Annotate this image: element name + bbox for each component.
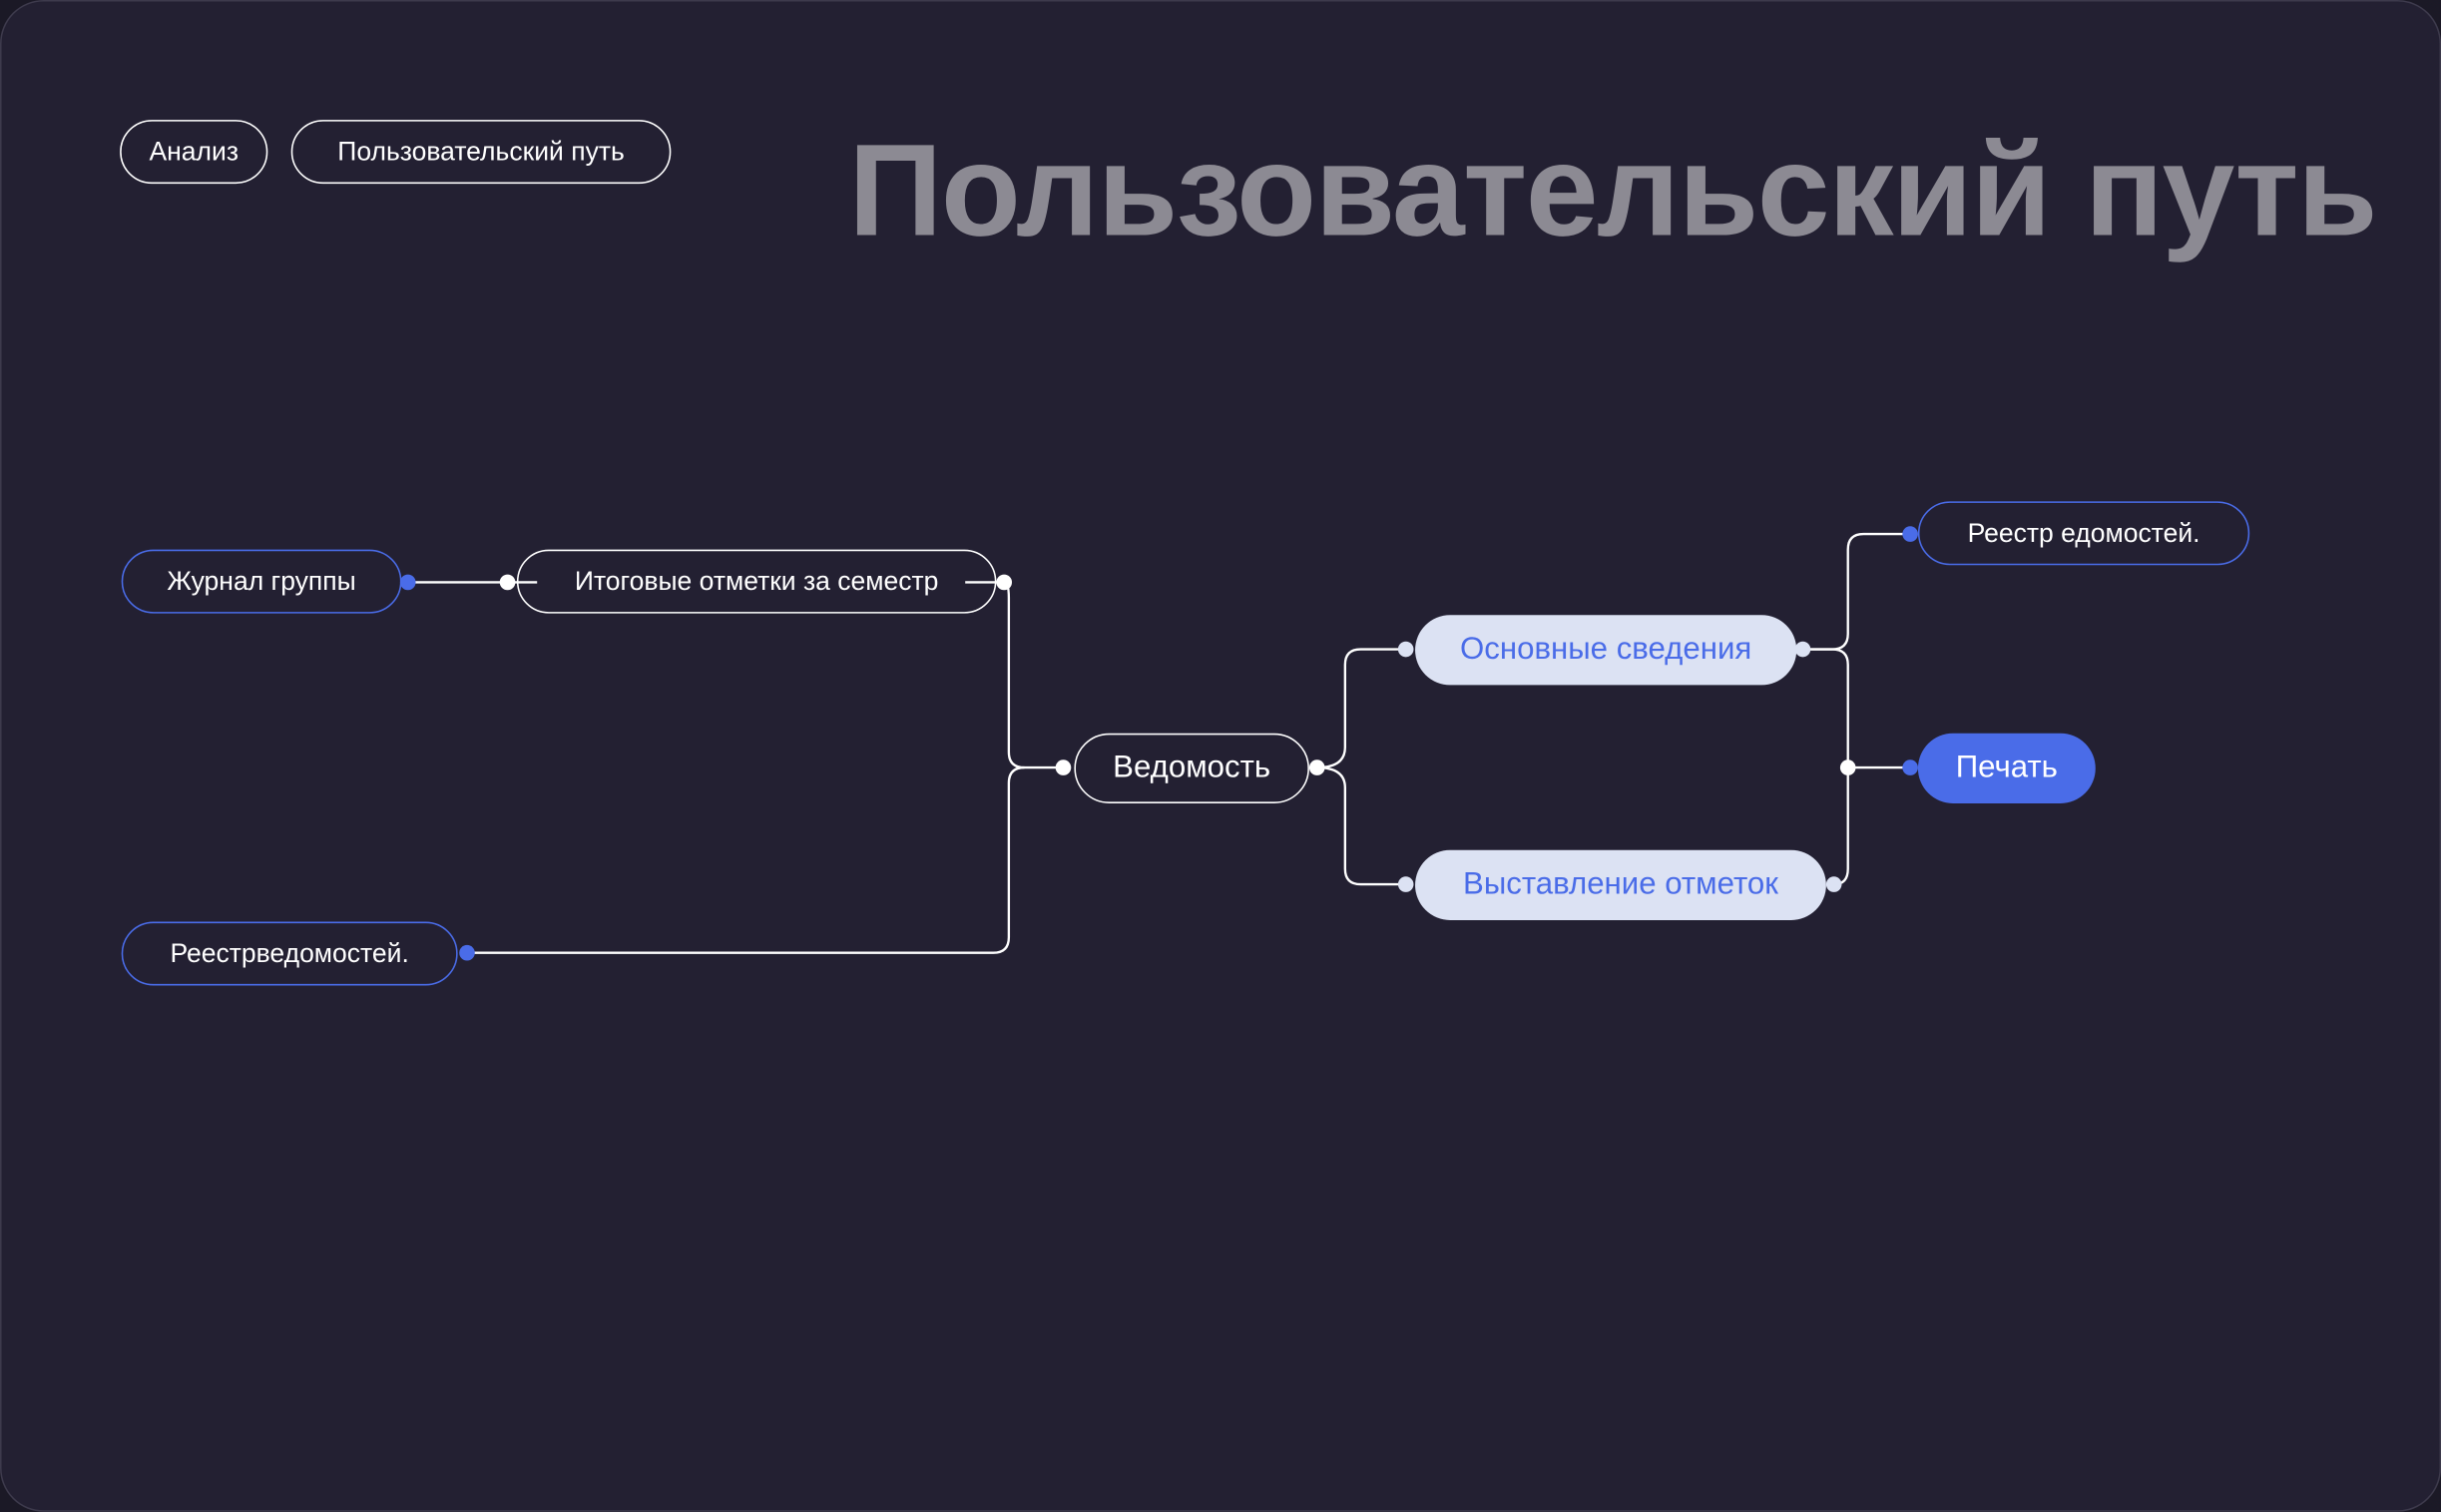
node-print[interactable]: Печать xyxy=(1917,733,2096,803)
port-dot xyxy=(399,574,416,591)
connector-statement-grading xyxy=(1316,765,1406,886)
node-registry-left[interactable]: Реестрведомостей. xyxy=(121,921,458,986)
node-statement[interactable]: Ведомость xyxy=(1074,733,1309,803)
connector-statement-basic xyxy=(1316,648,1406,769)
node-final-marks[interactable]: Итоговые отметки за семестр xyxy=(516,549,997,614)
connector-final-statement xyxy=(965,581,1064,769)
port-dot xyxy=(459,944,475,961)
port-dot xyxy=(1397,641,1414,658)
port-dot xyxy=(1839,759,1856,775)
port-dot xyxy=(1397,876,1414,892)
port-dot xyxy=(499,574,516,591)
port-dot xyxy=(1794,641,1811,658)
tag-analysis[interactable]: Анализ xyxy=(120,120,268,185)
node-journal[interactable]: Журнал группы xyxy=(121,549,402,614)
port-dot xyxy=(996,574,1012,591)
connector-basic-grading xyxy=(1802,648,1849,886)
node-registry-right[interactable]: Реестр едомостей. xyxy=(1917,501,2250,566)
node-grading[interactable]: Выставление отметок xyxy=(1415,849,1826,920)
page-title: Пользовательский путь xyxy=(848,116,2377,263)
connector-basic-registry xyxy=(1802,532,1911,651)
port-dot xyxy=(1902,759,1918,775)
port-dot xyxy=(1308,759,1325,775)
connector-registry-statement xyxy=(466,765,1025,954)
node-basic-info[interactable]: Основные сведения xyxy=(1415,615,1797,686)
port-dot xyxy=(1902,526,1918,542)
tag-user-journey[interactable]: Пользовательский путь xyxy=(290,120,672,185)
port-dot xyxy=(1825,876,1842,892)
port-dot xyxy=(1055,759,1072,775)
